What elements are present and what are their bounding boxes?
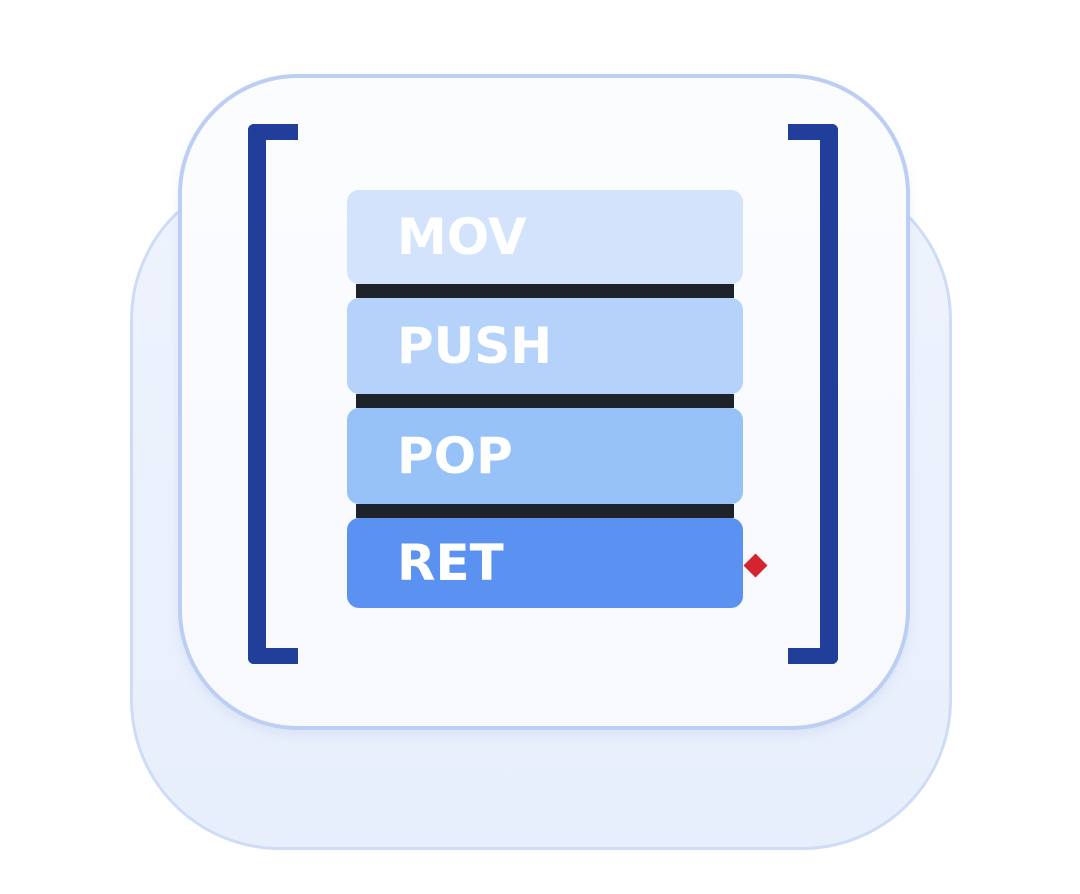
instruction-label: PUSH: [397, 317, 553, 375]
instruction-block-mov: MOV: [347, 190, 743, 284]
left-bracket-icon: [248, 124, 298, 664]
instruction-block-ret: RET: [347, 518, 743, 608]
right-bracket-icon: [788, 124, 838, 664]
instruction-label: RET: [397, 534, 504, 592]
stack-separator: [356, 504, 734, 518]
stack-separator: [356, 394, 734, 408]
instruction-block-push: PUSH: [347, 298, 743, 394]
instruction-block-pop: POP: [347, 408, 743, 504]
stack-separator: [356, 284, 734, 298]
instruction-stack: MOV PUSH POP RET: [347, 190, 743, 608]
instruction-label: MOV: [397, 208, 527, 266]
instruction-label: POP: [397, 427, 513, 485]
